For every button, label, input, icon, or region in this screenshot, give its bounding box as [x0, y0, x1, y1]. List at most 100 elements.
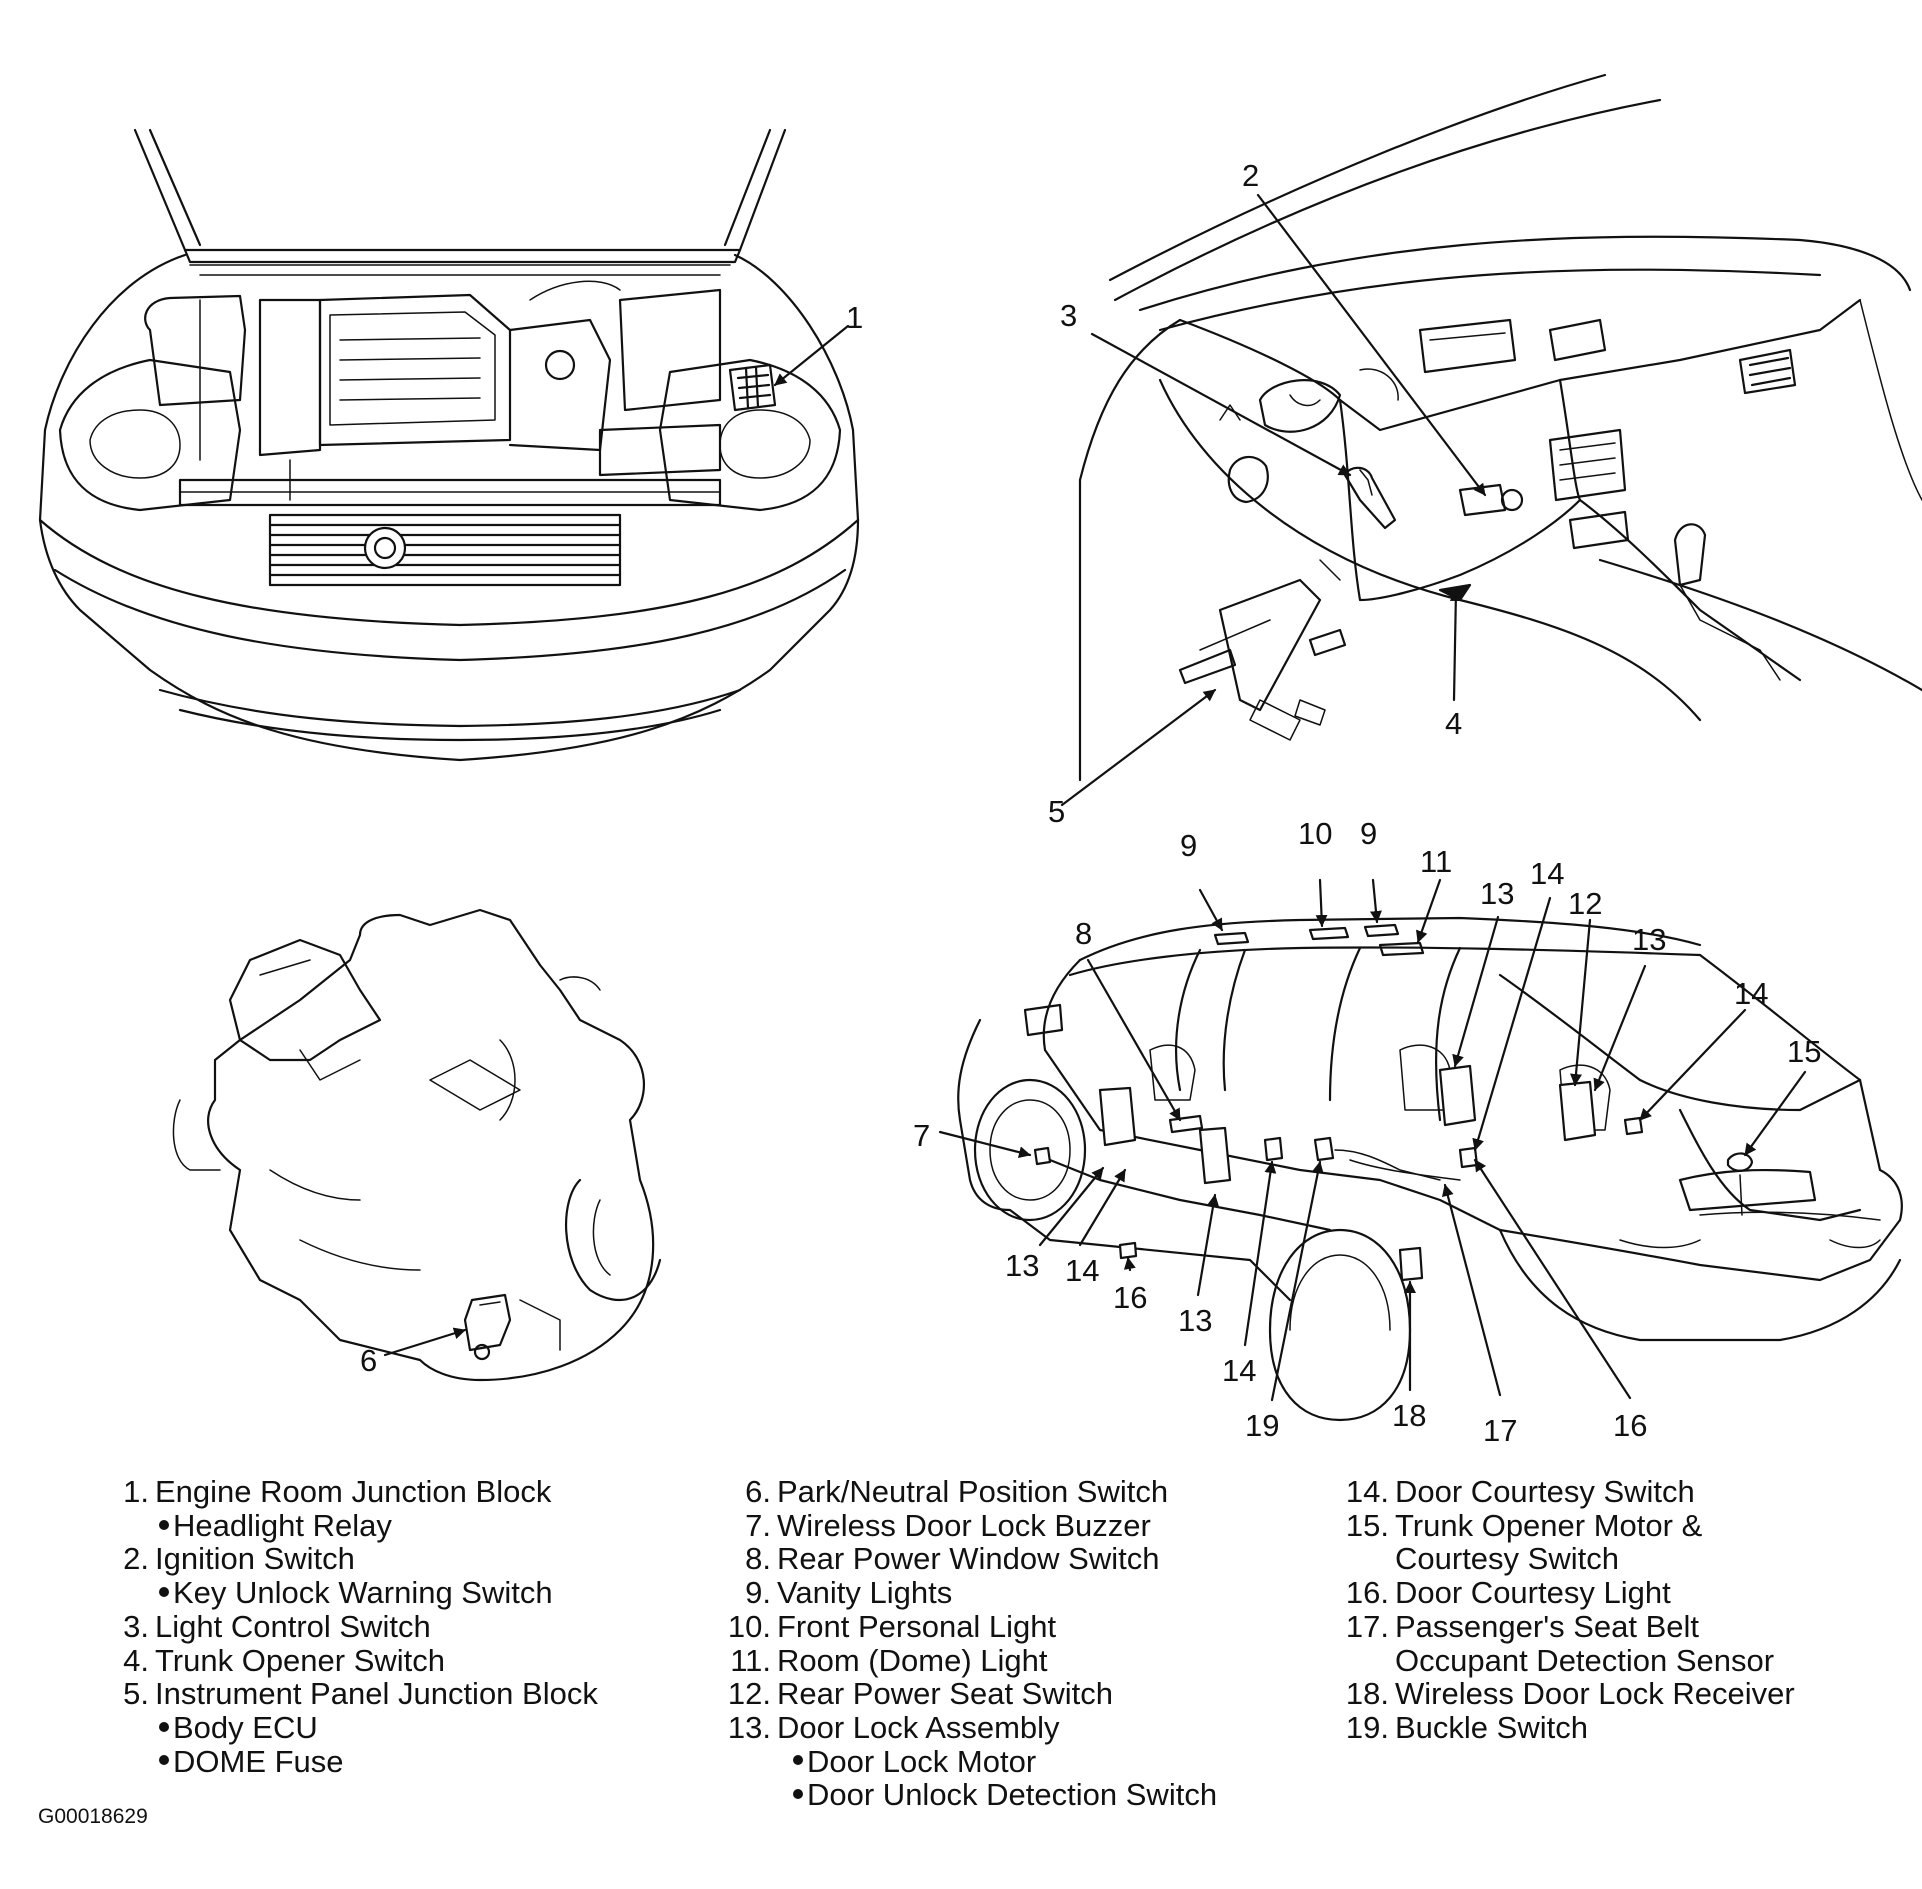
- transaxle-illustration: [172, 908, 662, 1382]
- legend-item: Occupant Detection Sensor: [1336, 1642, 1795, 1678]
- callout-10: 10: [1298, 816, 1333, 851]
- bullet-icon: [159, 1586, 169, 1597]
- callout-9-right: 9: [1360, 816, 1378, 851]
- legend-item-number: 18.: [1345, 1676, 1389, 1712]
- legend-item-label: Trunk Opener Motor &: [1395, 1507, 1703, 1543]
- legend-item: 16.Door Courtesy Light: [1336, 1576, 1795, 1610]
- legend-item-number: 9.: [745, 1575, 771, 1611]
- callout-16-right: 16: [1613, 1408, 1648, 1443]
- legend-item-number: 1.: [123, 1474, 149, 1509]
- legend-item-number: 4.: [123, 1642, 149, 1678]
- legend-item: 1.Engine Room Junction Block: [105, 1475, 598, 1509]
- legend-item-label: Courtesy Switch: [1395, 1541, 1619, 1577]
- legend-item: 19.Buckle Switch: [1336, 1711, 1795, 1745]
- legend-item-label: Wireless Door Lock Receiver: [1395, 1676, 1795, 1712]
- legend-item-label: Rear Power Seat Switch: [777, 1676, 1113, 1712]
- legend-item-label: Vanity Lights: [777, 1575, 953, 1611]
- legend-sub-item-label: Key Unlock Warning Switch: [173, 1575, 553, 1611]
- legend-item: 13.Door Lock Assembly: [718, 1711, 1217, 1745]
- legend-item: 6.Park/Neutral Position Switch: [718, 1475, 1217, 1509]
- legend-item-number: 6.: [745, 1474, 771, 1509]
- legend-item-label: Occupant Detection Sensor: [1395, 1642, 1775, 1678]
- legend-item-number: 2.: [123, 1541, 149, 1577]
- legend-item-number: 15.: [1345, 1507, 1389, 1543]
- callout-5: 5: [1048, 794, 1066, 829]
- legend-item: 10.Front Personal Light: [718, 1608, 1217, 1644]
- legend-item-label: Front Personal Light: [777, 1608, 1057, 1644]
- legend-item-label: Wireless Door Lock Buzzer: [777, 1507, 1151, 1543]
- callout-11: 11: [1420, 844, 1453, 879]
- dashboard-illustration: [1078, 73, 1922, 782]
- legend-item: 9.Vanity Lights: [718, 1576, 1217, 1610]
- bullet-icon: [159, 1519, 169, 1530]
- legend-sub-item-label: Headlight Relay: [173, 1507, 392, 1543]
- legend-item-label: Park/Neutral Position Switch: [777, 1474, 1169, 1509]
- legend-item-number: 17.: [1345, 1608, 1389, 1644]
- legend-item-label: Instrument Panel Junction Block: [155, 1676, 598, 1712]
- legend-item: 3.Light Control Switch: [105, 1608, 598, 1644]
- bullet-icon: [159, 1721, 169, 1732]
- engine-compartment-illustration: [38, 128, 860, 762]
- callout-17: 17: [1483, 1413, 1518, 1448]
- legend-item-label: Trunk Opener Switch: [155, 1642, 446, 1678]
- legend-item: 7.Wireless Door Lock Buzzer: [718, 1507, 1217, 1543]
- legend-item: 12.Rear Power Seat Switch: [718, 1677, 1217, 1711]
- legend-item-label: Room (Dome) Light: [777, 1642, 1048, 1678]
- callout-3: 3: [1060, 298, 1078, 333]
- legend-sub-item-label: Door Lock Motor: [807, 1743, 1037, 1779]
- legend-item-label: Door Lock Assembly: [777, 1709, 1060, 1745]
- legend-item-number: 3.: [123, 1608, 149, 1644]
- legend-sub-item: Key Unlock Warning Switch: [105, 1576, 598, 1610]
- callout-4: 4: [1445, 706, 1463, 741]
- legend-item-number: 12.: [727, 1676, 771, 1712]
- callout-16-lower-left: 16: [1113, 1280, 1148, 1315]
- bullet-icon: [159, 1755, 169, 1766]
- legend-sub-item: Door Unlock Detection Switch: [718, 1778, 1217, 1812]
- legend-item-label: Light Control Switch: [155, 1608, 431, 1644]
- legend-item-number: 7.: [745, 1507, 771, 1543]
- legend-sub-item-label: Body ECU: [173, 1709, 318, 1745]
- bullet-icon: [793, 1789, 803, 1800]
- legend-item: 5.Instrument Panel Junction Block: [105, 1677, 598, 1711]
- callout-14-upper: 14: [1530, 856, 1565, 891]
- legend-item-label: Door Courtesy Light: [1395, 1575, 1671, 1611]
- callout-6: 6: [360, 1343, 378, 1378]
- legend-item: 18.Wireless Door Lock Receiver: [1336, 1677, 1795, 1711]
- legend-item: 2.Ignition Switch: [105, 1542, 598, 1576]
- callout-14-lower-left: 14: [1065, 1253, 1100, 1288]
- legend-item: 15.Trunk Opener Motor &: [1336, 1507, 1795, 1543]
- legend-sub-item: Headlight Relay: [105, 1507, 598, 1543]
- legend-item: 14.Door Courtesy Switch: [1336, 1475, 1795, 1509]
- legend-sub-item-label: DOME Fuse: [173, 1743, 344, 1779]
- callout-14-lower-mid: 14: [1222, 1353, 1257, 1388]
- callout-12: 12: [1568, 886, 1603, 921]
- callout-18: 18: [1392, 1398, 1427, 1433]
- legend-item-number: 19.: [1345, 1709, 1389, 1745]
- legend-item-label: Passenger's Seat Belt: [1395, 1608, 1700, 1644]
- legend-item-number: 5.: [123, 1676, 149, 1712]
- figure-id: G00018629: [38, 1805, 148, 1828]
- callout-13-right: 13: [1632, 922, 1667, 957]
- legend-item: 17.Passenger's Seat Belt: [1336, 1608, 1795, 1644]
- legend-item-label: Door Courtesy Switch: [1395, 1474, 1695, 1509]
- callout-13-lower-left: 13: [1005, 1248, 1040, 1283]
- legend-item: Courtesy Switch: [1336, 1542, 1795, 1576]
- callout-8: 8: [1075, 916, 1093, 951]
- callout-15: 15: [1787, 1034, 1822, 1069]
- legend-item-label: Rear Power Window Switch: [777, 1541, 1160, 1577]
- legend-item: 11.Room (Dome) Light: [718, 1642, 1217, 1678]
- legend-item-number: 11.: [730, 1642, 771, 1678]
- callout-7: 7: [913, 1118, 931, 1153]
- legend-sub-item: Body ECU: [105, 1711, 598, 1745]
- callout-14-right: 14: [1734, 976, 1769, 1011]
- callout-13-lower-mid: 13: [1178, 1303, 1213, 1338]
- callout-1: 1: [846, 300, 864, 335]
- legend-item: 8.Rear Power Window Switch: [718, 1542, 1217, 1576]
- car-body-illustration: [957, 916, 1903, 1422]
- callout-13-upper: 13: [1480, 876, 1515, 911]
- legend-item-label: Ignition Switch: [155, 1541, 355, 1577]
- legend-item: 4.Trunk Opener Switch: [105, 1642, 598, 1678]
